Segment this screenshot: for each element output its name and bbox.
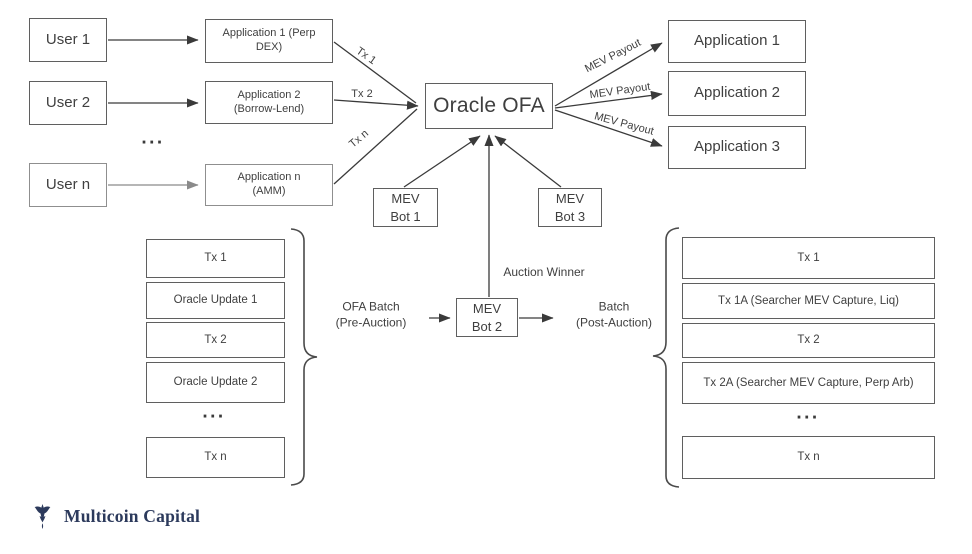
user-2-box: User 2 xyxy=(29,81,107,125)
right-batch-tx2a-label: Tx 2A (Searcher MEV Capture, Perp Arb) xyxy=(703,376,914,389)
application-1-left-line2: DEX) xyxy=(255,41,283,53)
mev-bot-3-line2: Bot 3 xyxy=(554,208,586,224)
arrow-payout-2 xyxy=(554,90,663,109)
pre-auction-line1: OFA Batch xyxy=(342,299,400,314)
multicoin-capital-logo: Multicoin Capital xyxy=(30,503,200,530)
application-2-left-box: Application 2 (Borrow-Lend) xyxy=(205,81,333,124)
pre-auction-line2: (Pre-Auction) xyxy=(335,315,407,329)
mev-bot-2-box: MEV Bot 2 xyxy=(456,298,518,337)
post-auction-label: Batch (Post-Auction) xyxy=(576,299,652,330)
arrow-payout-1 xyxy=(554,42,663,107)
right-batch-tx1-box: Tx 1 xyxy=(682,237,935,279)
right-batch-tx2-box: Tx 2 xyxy=(682,323,935,358)
right-batch-ellipsis: ... xyxy=(796,402,820,424)
right-batch-txn-label: Tx n xyxy=(797,451,820,464)
oracle-ofa-label: Oracle OFA xyxy=(433,93,545,117)
left-batch-txn-label: Tx n xyxy=(204,451,227,464)
user-2-label: User 2 xyxy=(45,93,91,111)
right-batch-tx2a-box: Tx 2A (Searcher MEV Capture, Perp Arb) xyxy=(682,362,935,404)
left-batch-brace xyxy=(290,228,318,486)
mev-bot-1-line2: Bot 1 xyxy=(390,208,421,224)
mev-bot-1-line1: MEV xyxy=(391,190,420,206)
post-auction-line1: Batch xyxy=(598,299,630,314)
left-batch-tx1-box: Tx 1 xyxy=(146,239,285,278)
mev-bot-2-line1: MEV xyxy=(472,300,502,316)
auction-winner-label: Auction Winner xyxy=(503,265,585,280)
oracle-ofa-box: Oracle OFA xyxy=(425,83,553,129)
left-batch-oracle-update2-box: Oracle Update 2 xyxy=(146,362,285,403)
pre-auction-label: OFA Batch (Pre-Auction) xyxy=(336,299,407,330)
mev-bot-1-box: MEV Bot 1 xyxy=(373,188,438,227)
logo-wordmark: Multicoin Capital xyxy=(64,506,201,526)
right-batch-tx1-label: Tx 1 xyxy=(797,251,820,264)
application-3-right-label: Application 3 xyxy=(694,138,780,156)
user-1-box: User 1 xyxy=(29,18,107,62)
application-2-right-label: Application 2 xyxy=(694,84,780,102)
application-1-left-line1: Application 1 (Perp xyxy=(222,27,316,40)
left-batch-ellipsis: ... xyxy=(202,401,226,423)
application-2-right-box: Application 2 xyxy=(668,71,806,116)
user-1-label: User 1 xyxy=(45,30,91,48)
left-batch-oracle-update1-box: Oracle Update 1 xyxy=(146,282,285,319)
application-n-left-line1: Application n xyxy=(237,171,301,184)
mev-bot-3-box: MEV Bot 3 xyxy=(538,188,602,227)
right-batch-tx2-label: Tx 2 xyxy=(797,334,820,347)
arrow-bot1-oracle xyxy=(403,135,481,188)
right-batch-tx1a-box: Tx 1A (Searcher MEV Capture, Liq) xyxy=(682,283,935,319)
left-batch-tx2-label: Tx 2 xyxy=(204,333,227,346)
application-2-left-line1: Application 2 xyxy=(237,88,301,101)
application-1-right-box: Application 1 xyxy=(668,20,806,63)
right-batch-tx1a-label: Tx 1A (Searcher MEV Capture, Liq) xyxy=(718,294,899,307)
application-n-left-line2: (AMM) xyxy=(252,185,286,197)
left-batch-tx2-box: Tx 2 xyxy=(146,322,285,358)
left-batch-tx1-label: Tx 1 xyxy=(204,252,227,265)
application-3-right-box: Application 3 xyxy=(668,126,806,169)
application-1-right-label: Application 1 xyxy=(694,32,780,50)
mev-bot-3-line1: MEV xyxy=(555,190,585,206)
user-n-box: User n xyxy=(29,163,107,207)
left-batch-oracle-update2-label: Oracle Update 2 xyxy=(173,376,258,389)
eagle-icon xyxy=(34,504,51,529)
post-auction-line2: (Post-Auction) xyxy=(575,315,653,329)
arrow-txn xyxy=(333,108,418,185)
tx2-arrow-label: Tx 2 xyxy=(351,88,373,100)
users-ellipsis: ... xyxy=(141,127,165,149)
application-n-left-box: Application n (AMM) xyxy=(205,164,333,206)
arrow-tx1 xyxy=(333,41,417,104)
arrow-bot3-oracle xyxy=(494,135,562,188)
user-n-label: User n xyxy=(45,175,91,193)
application-1-left-box: Application 1 (Perp DEX) xyxy=(205,19,333,63)
mev-bot-2-line2: Bot 2 xyxy=(471,318,503,334)
arrow-payout-3 xyxy=(554,109,663,147)
application-2-left-line2: (Borrow-Lend) xyxy=(233,102,305,115)
left-batch-oracle-update1-label: Oracle Update 1 xyxy=(173,294,258,307)
right-batch-txn-box: Tx n xyxy=(682,436,935,479)
right-batch-brace xyxy=(652,227,680,488)
arrow-tx2 xyxy=(333,99,419,110)
left-batch-txn-box: Tx n xyxy=(146,437,285,478)
